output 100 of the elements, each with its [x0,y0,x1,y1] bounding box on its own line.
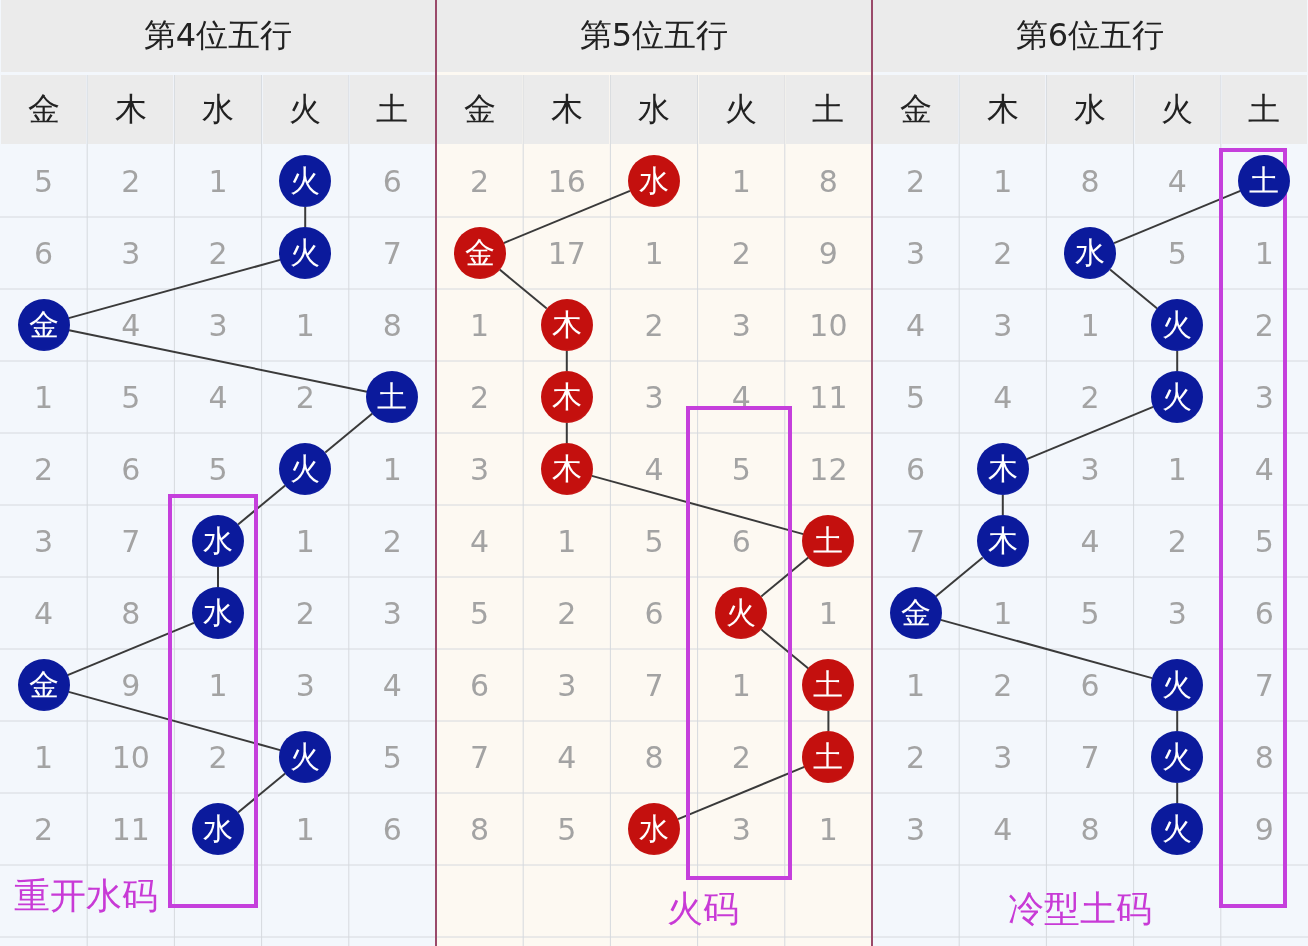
count-number: 7 [469,738,491,777]
count-number: 3 [207,306,229,345]
count-number: 1 [294,810,316,849]
annotation-text: 冷型土码 [1008,887,1152,931]
count-number: 5 [1079,594,1101,633]
count-number: 4 [643,450,665,489]
count-number: 5 [1166,234,1188,273]
column-header: 火 [1134,75,1220,144]
column-header: 火 [262,75,348,144]
connector-line [1176,350,1179,372]
count-number: 1 [643,234,665,273]
count-number: 3 [992,306,1014,345]
count-number: 1 [1166,450,1188,489]
column-header: 金 [437,75,523,144]
count-number: 7 [1079,738,1101,777]
count-number: 2 [33,810,55,849]
count-number: 3 [381,594,403,633]
count-number: 7 [1253,666,1275,705]
connector-line [498,268,548,310]
count-number: 1 [730,666,752,705]
count-number: 5 [1253,522,1275,561]
count-number: 4 [556,738,578,777]
count-number: 2 [556,594,578,633]
connector-line [677,765,806,821]
column-header: 火 [698,75,784,144]
count-number: 7 [120,522,142,561]
count-number: 1 [381,450,403,489]
count-number: 1 [556,522,578,561]
count-number: 1 [33,378,55,417]
count-number: 3 [1079,450,1101,489]
count-number: 2 [381,522,403,561]
count-number: 6 [905,450,927,489]
count-number: 3 [730,810,752,849]
connector-line [68,329,368,393]
column-header: 木 [524,75,610,144]
count-number: 4 [381,666,403,705]
count-number: 4 [469,522,491,561]
count-number: 8 [1079,162,1101,201]
count-number: 1 [817,810,839,849]
count-number: 4 [207,378,229,417]
connector-line [760,628,810,670]
count-number: 7 [381,234,403,273]
count-number: 5 [469,594,491,633]
connector-line [237,772,287,814]
count-number: 16 [546,162,587,201]
count-number: 3 [469,450,491,489]
count-number: 2 [730,738,752,777]
count-number: 3 [1166,594,1188,633]
count-number: 2 [1079,378,1101,417]
count-number: 1 [207,162,229,201]
count-number: 2 [294,594,316,633]
count-number: 9 [817,234,839,273]
count-number: 8 [120,594,142,633]
count-number: 7 [643,666,665,705]
count-number: 4 [1166,162,1188,201]
connector-line [1176,782,1179,804]
column-header: 木 [960,75,1046,144]
count-number: 6 [730,522,752,561]
annotation-text: 火码 [667,887,739,931]
count-number: 3 [992,738,1014,777]
count-number: 11 [808,378,849,417]
count-number: 1 [992,162,1014,201]
count-number: 4 [1253,450,1275,489]
count-number: 4 [992,810,1014,849]
count-number: 1 [469,306,491,345]
connector-line [1113,189,1242,245]
count-number: 1 [992,594,1014,633]
column-header: 土 [349,75,435,144]
count-number: 1 [730,162,752,201]
annotation-text: 重开水码 [14,874,158,918]
count-number: 8 [1079,810,1101,849]
count-number: 2 [1166,522,1188,561]
count-number: 6 [381,162,403,201]
count-number: 11 [110,810,151,849]
count-number: 5 [556,810,578,849]
count-number: 5 [207,450,229,489]
count-number: 2 [207,738,229,777]
count-number: 5 [905,378,927,417]
count-number: 4 [33,594,55,633]
count-number: 8 [469,810,491,849]
count-number: 3 [905,810,927,849]
column-header: 水 [611,75,697,144]
count-number: 10 [808,306,849,345]
count-number: 2 [1253,306,1275,345]
count-number: 2 [643,306,665,345]
count-number: 2 [992,234,1014,273]
column-header: 金 [873,75,959,144]
count-number: 3 [643,378,665,417]
count-number: 2 [992,666,1014,705]
count-number: 7 [905,522,927,561]
count-number: 1 [817,594,839,633]
connector-line [590,474,805,536]
count-number: 4 [730,378,752,417]
count-number: 2 [905,162,927,201]
count-number: 1 [905,666,927,705]
connector-line [304,206,307,228]
connector-line [502,189,631,245]
connector-line [324,412,374,454]
count-number: 1 [294,522,316,561]
column-header: 土 [785,75,871,144]
